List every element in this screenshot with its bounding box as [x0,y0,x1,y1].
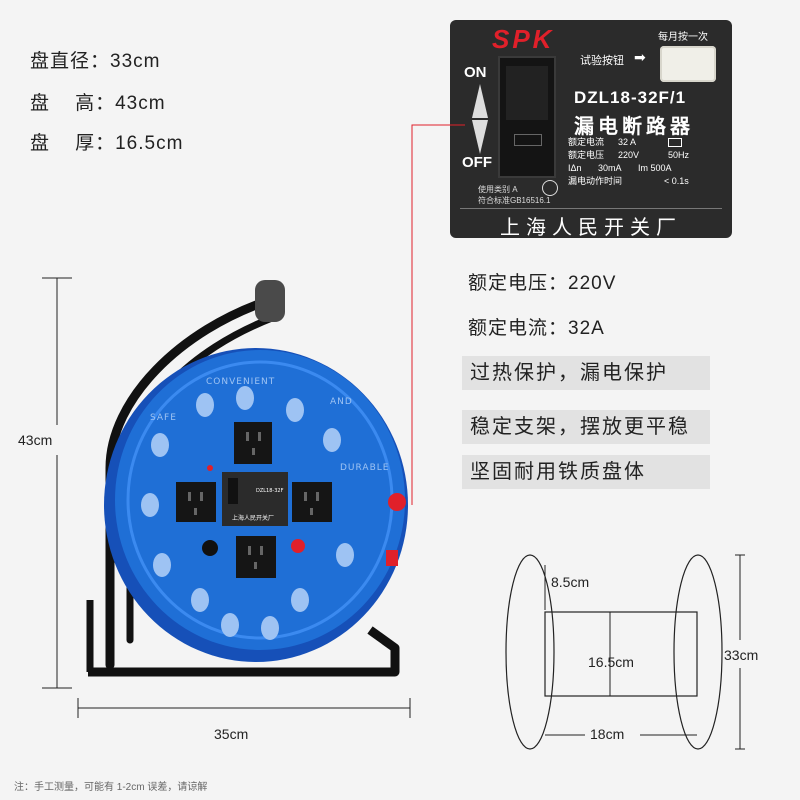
breaker-closeup: SPK 每月按一次 试验按钮 ➡ ON OFF DZL18-32F/1 漏电断路… [450,20,732,240]
rated-current: 额定电流：32A [468,318,605,339]
rim-text: AND [330,397,353,407]
breaker-model: DZL18-32F/1 [574,88,687,107]
feature-badge: 过热保护，漏电保护 [462,356,710,390]
rated-voltage: 额定电压：220V [468,273,617,294]
handle-grip [255,280,285,322]
on-off-arrow-icon [472,84,488,154]
socket-bottom [236,536,276,578]
dim-width-label: 35cm [214,726,249,742]
svg-text:DZL18-32F: DZL18-32F [256,488,284,494]
off-label: OFF [462,154,492,171]
feature-badge: 稳定支架，摆放更平稳 [462,410,710,444]
arrow-right-icon: ➡ [634,49,646,65]
rim-text: CONVENIENT [206,377,275,387]
dim-base-width-label: 18cm [590,726,625,742]
dim-core-width-label: 16.5cm [588,654,634,670]
breaker-toggle-switch[interactable] [498,56,556,178]
dim-hub-depth-label: 8.5cm [551,574,590,590]
breaker-name: 漏电断路器 [574,116,694,138]
test-button-label: 试验按钮 [580,55,624,67]
spec-row: 漏电动作时间< 0.1s [568,176,689,186]
standard-line-2: 符合标准GB16516.1 [478,196,551,205]
dim-reel-height-label: 33cm [724,647,759,663]
socket-top [234,422,272,464]
standard-line-1: 使用类别 A [478,185,518,194]
ccc-mark-icon [542,180,558,196]
red-indicator [388,493,406,511]
test-button[interactable] [660,46,716,82]
feature-badge: 坚固耐用铁质盘体 [462,455,710,489]
maker-name: 上海人民开关厂 [460,208,722,240]
footnote: 注：手工测量，可能有 1-2cm 误差，请谅解 [14,782,208,793]
brand-logo: SPK [492,24,555,54]
spec-diameter: 盘直径：33cm [30,51,161,72]
spec-thickness: 盘 厚：16.5cm [30,133,184,154]
rim-text: DURABLE [340,463,389,473]
spec-height: 盘 高：43cm [30,93,166,114]
dim-height-label: 43cm [18,432,53,448]
cycle-note: 每月按一次 [658,32,708,43]
svg-text:上海人民开关厂: 上海人民开关厂 [232,514,274,522]
on-label: ON [464,64,487,81]
socket-left [176,482,216,522]
socket-right [292,482,332,522]
svg-text:CONVENIENT AND SAFE: CONVENIENT AND SAFE DURABLE [150,377,389,473]
rim-text: SAFE [150,413,177,423]
indicator-icon [668,138,682,147]
